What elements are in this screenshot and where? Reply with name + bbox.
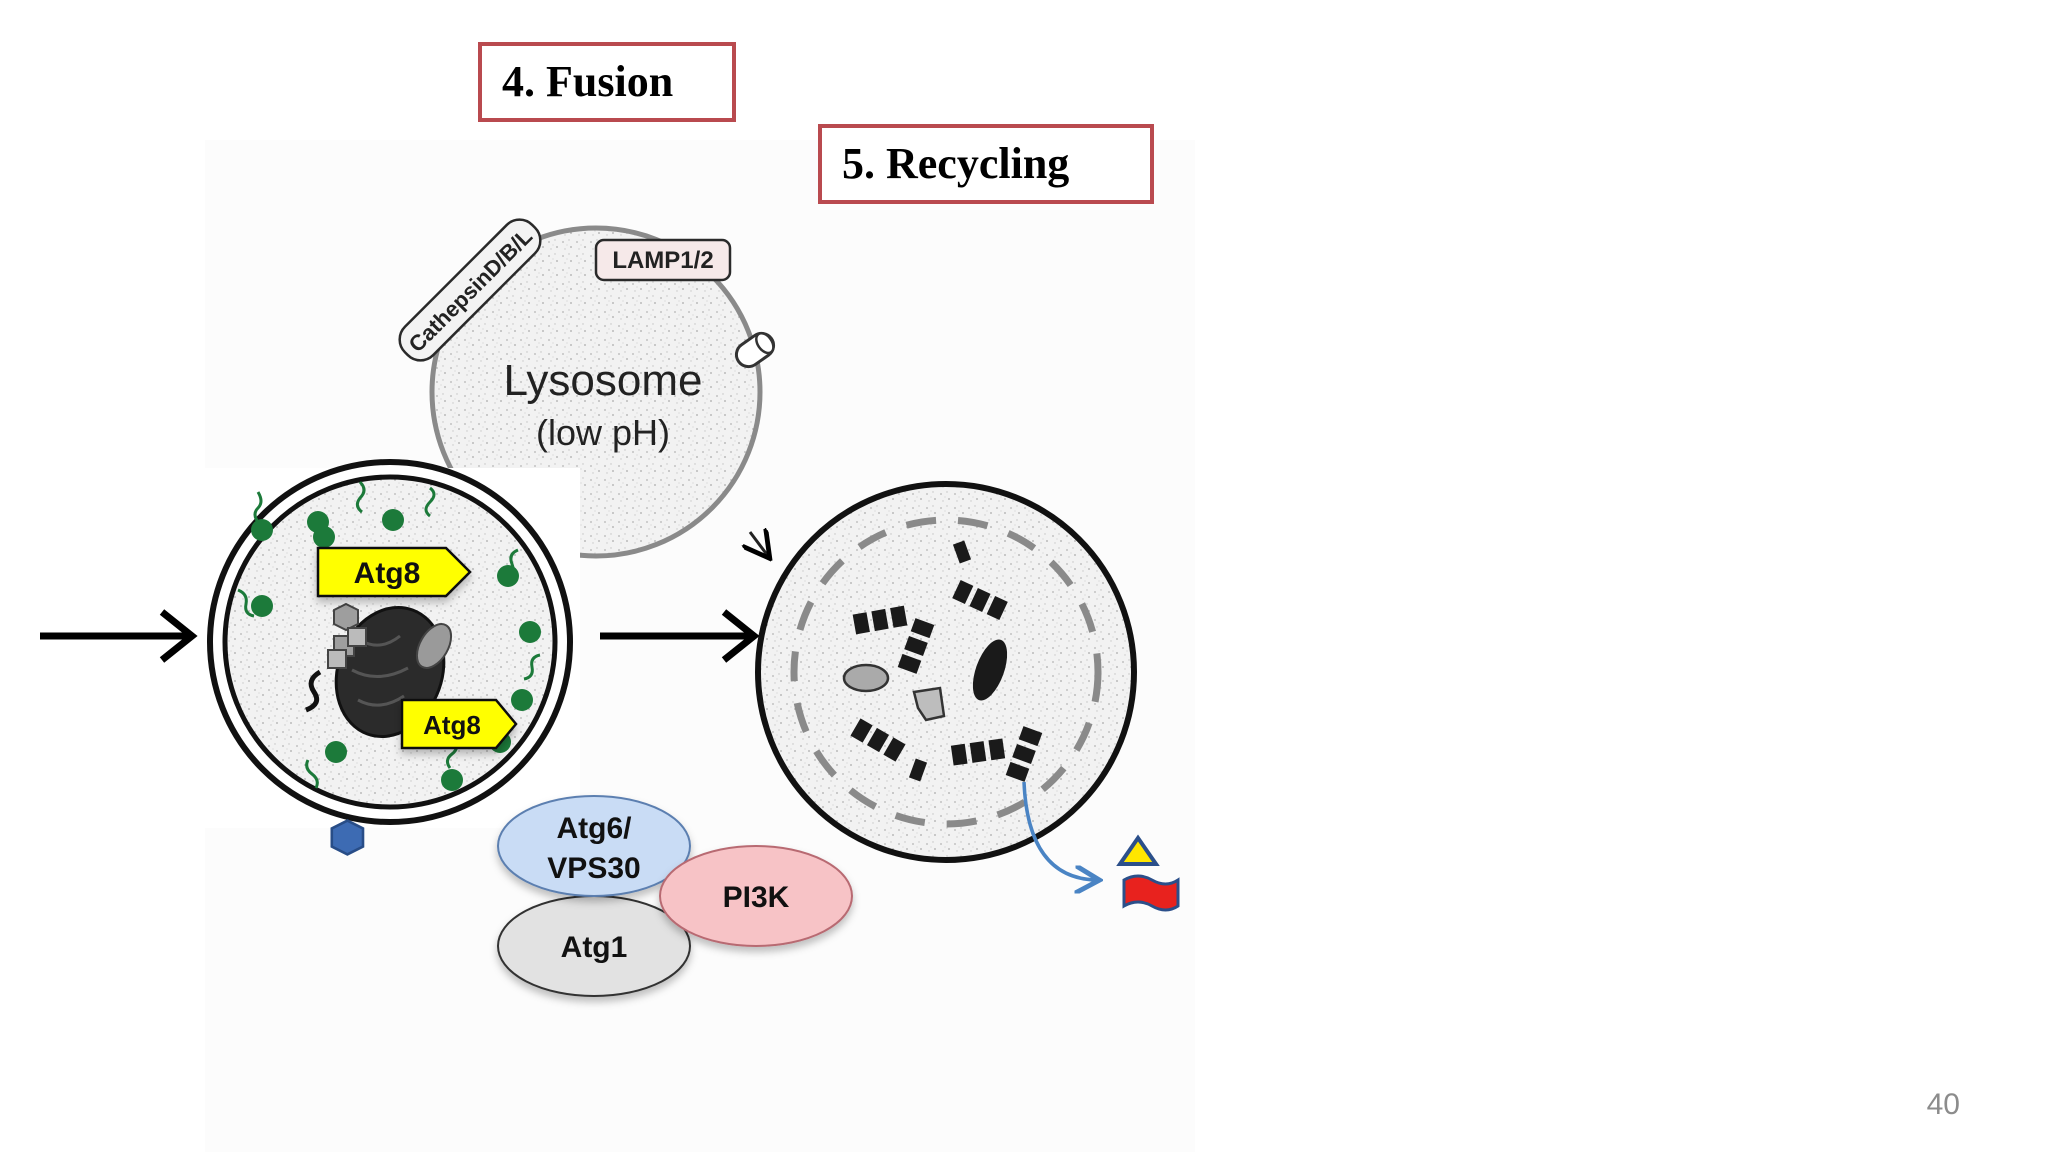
step-recycling-label: 5. Recycling [818,124,1154,204]
rna-cargo-icon [305,669,322,713]
incoming-arrow [40,609,198,663]
atg8-upper-label: Atg8 [354,557,421,590]
autophagosome: Atg8 Atg8 [207,459,573,825]
fusion-arrow [600,609,760,663]
autolysosome [755,481,1137,863]
atg-complex: Atg1 Atg6/ VPS30 PI3K [497,795,853,997]
atg1-label: Atg1 [561,931,628,964]
nutrient-triangle-icon [1116,834,1160,866]
degrading-inner-membrane [790,516,1102,828]
degraded-mitochondrion-icon [972,639,1008,701]
step-fusion-label: 4. Fusion [478,42,736,122]
lysosome-to-autolysosome-pointer [750,532,768,556]
lipid-flag-icon [1122,874,1180,912]
lamp-label: LAMP1/2 [612,247,713,274]
lamp-marker: LAMP1/2 [594,238,732,282]
atg8-upper-tag: Atg8 [316,546,472,598]
atg6-label-line2: VPS30 [547,852,640,885]
pi3k-oval: PI3K [659,845,853,947]
transporter-icon [734,331,776,369]
pi3k-label: PI3K [723,881,790,914]
degraded-membrane-fragment-icon [842,663,890,693]
atg6-oval: Atg6/ VPS30 [497,795,691,897]
atg8-lower-tag: Atg8 [400,698,518,750]
autolysosome-membrane [755,481,1137,863]
lysosome-subtitle: (low pH) [536,412,670,453]
slide-number: 40 [1926,1088,1960,1121]
atg8-lower-label: Atg8 [423,710,481,740]
degraded-protein-fragment-icon [912,686,946,722]
recycle-arrow [1022,781,1096,880]
atg6-label-line1: Atg6/ [557,812,633,845]
degraded-fragments [850,540,1043,782]
atg1-oval: Atg1 [497,895,691,997]
recycling-output [330,781,1180,912]
lysosome-title: Lysosome [504,356,703,405]
amino-acid-hexagon-icon [330,819,365,856]
protein-aggregate-icon [327,602,367,669]
